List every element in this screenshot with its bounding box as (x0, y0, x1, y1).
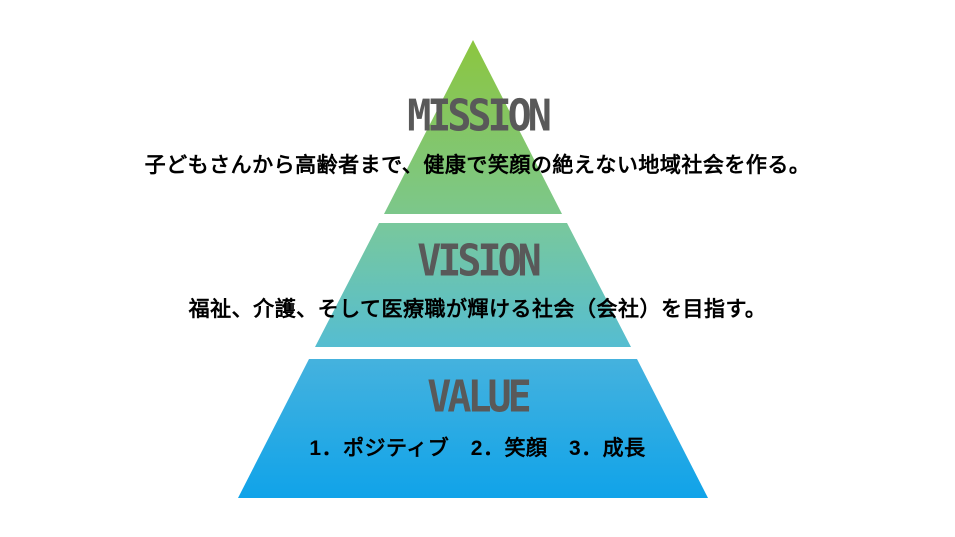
mission-heading: MISSION (0, 90, 955, 142)
mission-heading-text: MISSION (407, 90, 552, 142)
value-heading-text: VALUE (427, 371, 531, 423)
value-heading: VALUE (0, 371, 955, 423)
vision-heading-text: VISION (417, 235, 541, 287)
pyramid-tier-value-shape (238, 359, 708, 498)
pyramid-diagram (238, 40, 708, 498)
value-description: 1．ポジティブ 2．笑顔 3．成長 (309, 437, 646, 460)
mission-description: 子どもさんから高齢者まで、健康で笑顔の絶えない地域社会を作る。 (144, 154, 811, 177)
vision-description: 福祉、介護、そして医療職が輝ける社会（会社）を目指す。 (188, 298, 767, 321)
vision-heading: VISION (0, 235, 955, 287)
